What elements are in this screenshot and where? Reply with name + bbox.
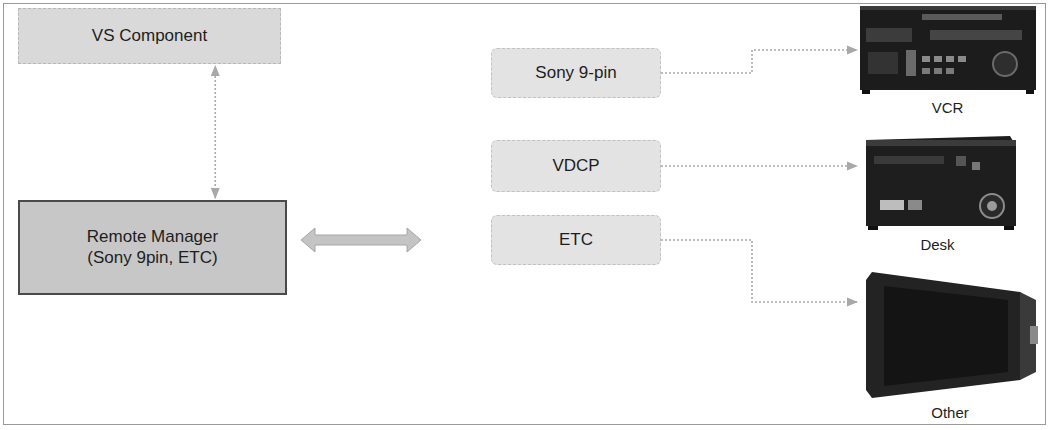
box-label: Remote Manager (Sony 9pin, ETC) <box>73 227 233 268</box>
device-label-box: VCR <box>855 5 1040 119</box>
box-label: Other <box>928 404 972 422</box>
component-box: VS Component <box>18 8 281 64</box>
double-arrow <box>301 228 421 252</box>
vcr-illustration <box>860 6 1036 94</box>
box-label: Desk <box>917 236 957 254</box>
connector <box>661 50 857 73</box>
protocol-box: VDCP <box>491 140 661 192</box>
box-label: VDCP <box>552 156 599 176</box>
box-label: ETC <box>559 230 593 250</box>
connector <box>661 165 857 167</box>
connector <box>661 240 857 302</box>
monitor-illustration <box>866 272 1038 398</box>
device-label-box: Other <box>855 262 1045 424</box>
desk-illustration <box>866 136 1016 230</box>
box-label: VCR <box>929 99 967 117</box>
box-label: VS Component <box>92 26 207 46</box>
protocol-box: Sony 9-pin <box>491 48 661 98</box>
box-label: Sony 9-pin <box>535 63 616 83</box>
protocol-box: ETC <box>491 215 661 265</box>
manager-box: Remote Manager (Sony 9pin, ETC) <box>18 200 287 295</box>
device-label-box: Desk <box>855 132 1020 256</box>
connector <box>214 66 216 198</box>
